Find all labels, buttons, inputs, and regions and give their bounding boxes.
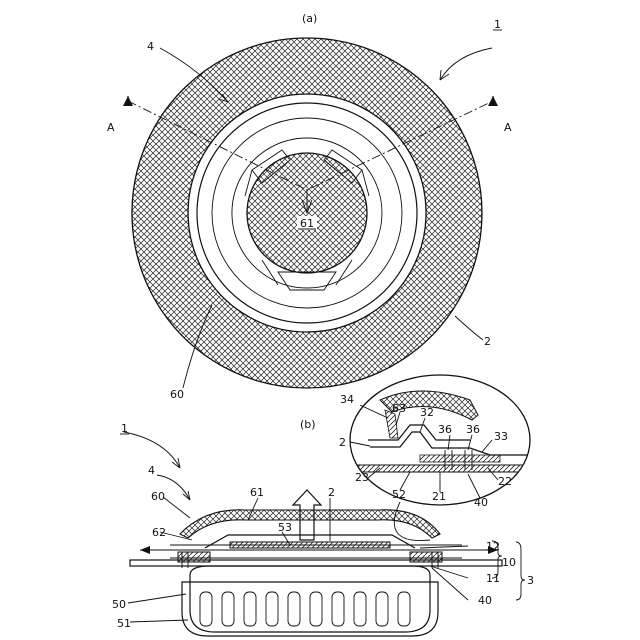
view-a-label: (a) bbox=[302, 12, 317, 25]
ref-label-11: 11 bbox=[486, 572, 500, 585]
view-b-label: (b) bbox=[300, 418, 316, 431]
ref-label-61-b: 61 bbox=[250, 486, 264, 499]
ref-label-40-b: 40 bbox=[478, 594, 492, 607]
ref-label-34: 34 bbox=[340, 393, 354, 406]
ref-label-50: 50 bbox=[112, 598, 126, 611]
ref-label-2: 2 bbox=[484, 335, 491, 348]
ref-label-2-b: 2 bbox=[328, 486, 335, 499]
seal-cover-60 bbox=[180, 510, 440, 538]
ref-label-4: 4 bbox=[147, 40, 154, 53]
section-label-a-left: A bbox=[107, 121, 115, 134]
ref-label-12: 12 bbox=[486, 540, 500, 553]
ref-label-2-detail: 2 bbox=[339, 436, 346, 449]
ref-label-36-b: 36 bbox=[466, 423, 480, 436]
ref-label-36-a: 36 bbox=[438, 423, 452, 436]
ref-label-51: 51 bbox=[117, 617, 131, 630]
ref-label-63: 63 bbox=[392, 402, 406, 415]
ref-label-23: 23 bbox=[355, 471, 369, 484]
ref-label-1-b: 1 bbox=[121, 422, 128, 435]
ref-label-10: 10 bbox=[502, 556, 516, 569]
top-view bbox=[123, 38, 498, 388]
ref-label-32: 32 bbox=[420, 406, 434, 419]
ref-label-21: 21 bbox=[432, 490, 446, 503]
ref-label-53: 53 bbox=[278, 521, 292, 534]
ref-label-1: 1 bbox=[494, 18, 501, 31]
section-label-a-right: A bbox=[504, 121, 512, 134]
cushion-slots-51 bbox=[200, 592, 410, 626]
ref-label-22: 22 bbox=[498, 475, 512, 488]
ref-label-61: 61 bbox=[300, 217, 314, 230]
ref-label-4-b: 4 bbox=[148, 464, 155, 477]
leader-2 bbox=[455, 316, 483, 340]
ref-label-40: 40 bbox=[474, 496, 488, 509]
ref-label-60-b: 60 bbox=[151, 490, 165, 503]
ref-label-60: 60 bbox=[170, 388, 184, 401]
ref-label-33: 33 bbox=[494, 430, 508, 443]
ref-label-52: 52 bbox=[392, 488, 406, 501]
ref-label-62: 62 bbox=[152, 526, 166, 539]
ref-label-3: 3 bbox=[527, 574, 534, 587]
